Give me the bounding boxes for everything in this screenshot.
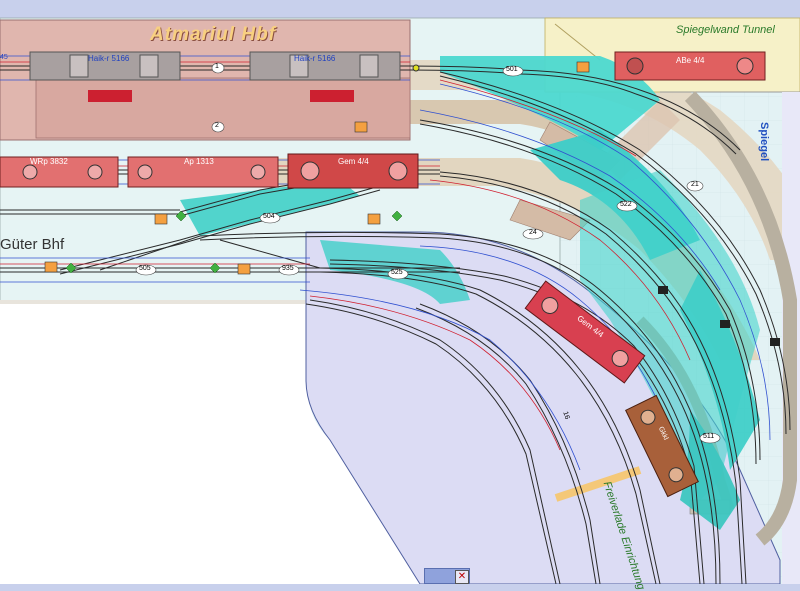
track-number: 21 [691,181,699,188]
freight-yard-label: Güter Bhf [0,236,65,253]
track-number: 2 [215,122,219,129]
window-close-button[interactable]: ✕ [424,568,470,584]
track-number: 525 [391,269,403,276]
close-icon[interactable]: ✕ [455,570,469,584]
gem-locomotive-2[interactable] [524,280,646,384]
signals[interactable] [44,61,780,346]
track-number: 501 [506,66,518,73]
empty-area [0,304,420,584]
gem-label-1: Gem 4/4 [338,157,369,166]
track-number: 504 [263,213,275,220]
haik-label-2: Haik-r 5166 [294,54,336,63]
freight-wagon[interactable] [625,394,699,498]
track-number: 24 [529,229,537,236]
tunnel-label: Spiegelwand Tunnel [676,24,775,36]
track-number: 45 [0,54,8,61]
haik-label-1: Haik-r 5166 [88,54,130,63]
track-number: 505 [139,265,151,272]
abe-label: ABe 4/4 [676,56,705,65]
tracks [0,65,791,585]
track-number: 511 [703,433,715,440]
mirror-label: Spiegel [758,122,770,162]
switch-zone-middle [180,180,360,236]
track-number: 1 [215,63,219,70]
wrp-label: WRp 3832 [30,157,68,166]
track-number: 935 [282,265,294,272]
ap-label: Ap 1313 [184,157,214,166]
station-title: Atmariul Hbf [150,24,276,45]
track-number: 522 [620,201,632,208]
